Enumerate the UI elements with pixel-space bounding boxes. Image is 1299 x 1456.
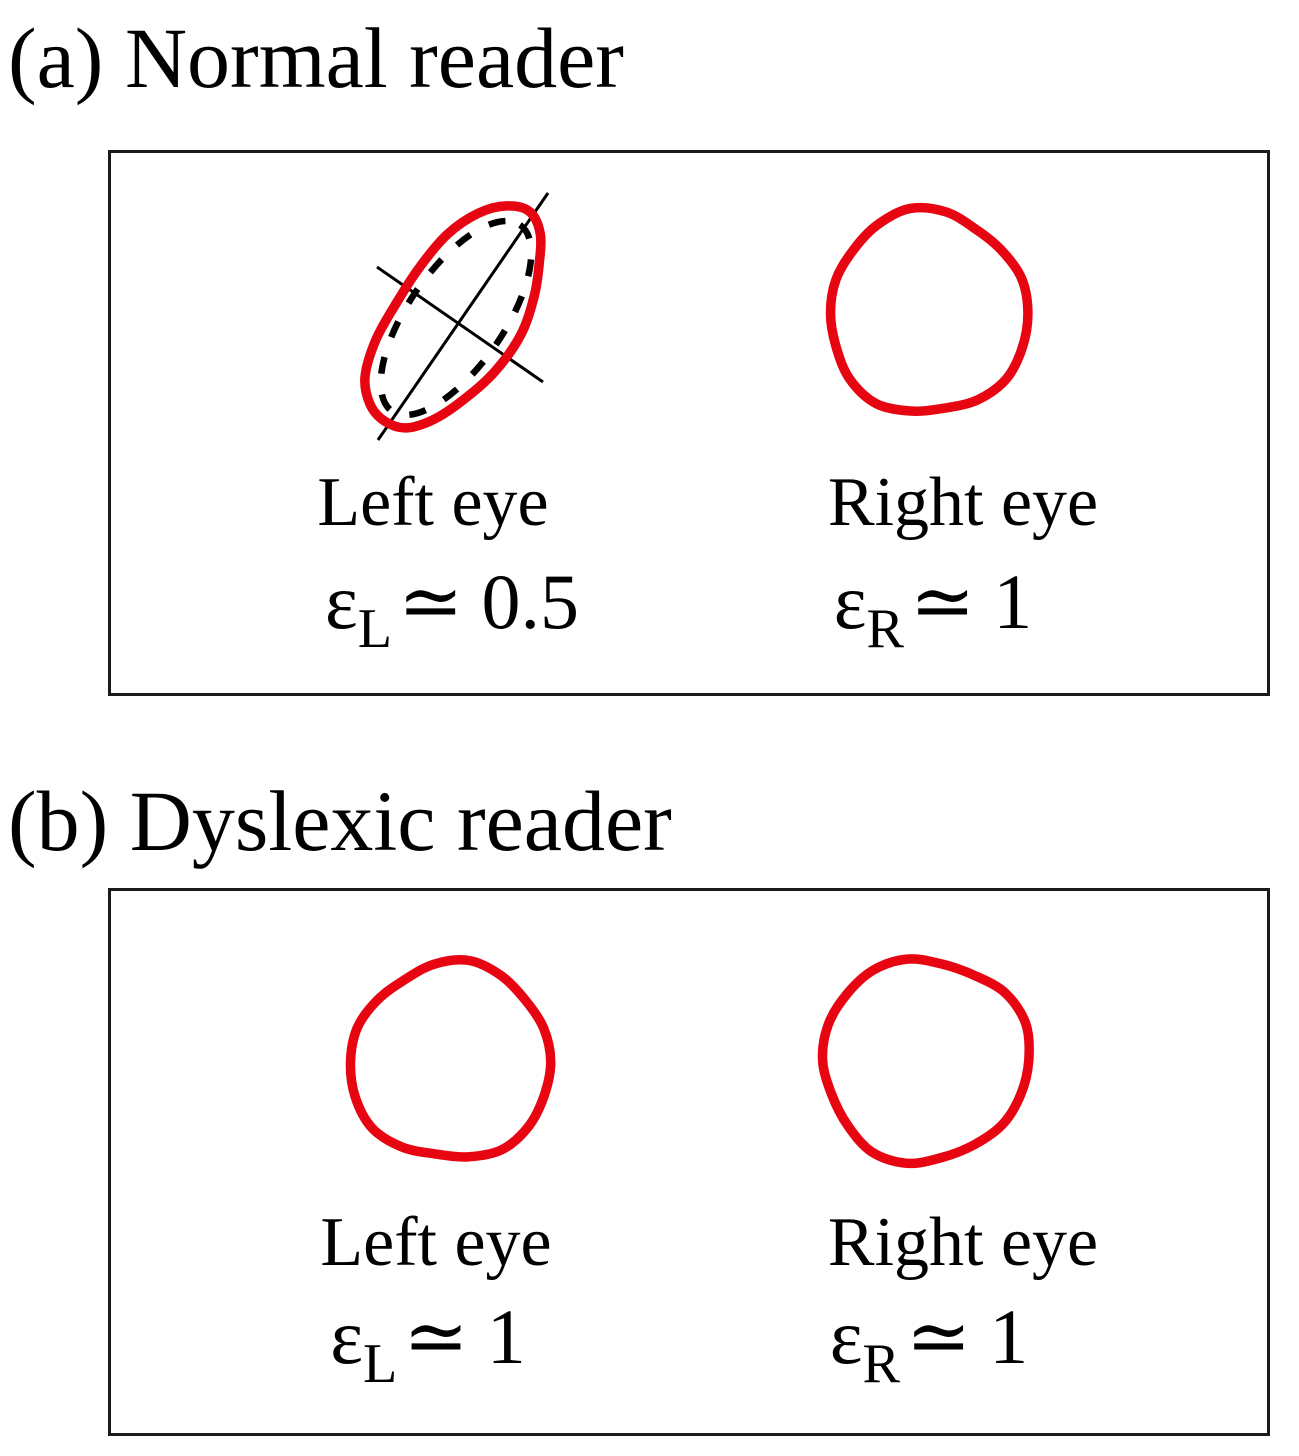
panel-a-left-eye-eccentricity: εL≃0.5: [325, 563, 579, 661]
eccentricity-value: 0.5: [481, 558, 579, 645]
panel-a-right-eye-label: Right eye: [827, 464, 1099, 541]
approx-equal-symbol: ≃: [909, 558, 976, 645]
approx-equal-symbol: ≃: [403, 1293, 469, 1380]
eccentricity-value: 1: [486, 1293, 526, 1380]
epsilon-subscript: R: [862, 1333, 900, 1396]
epsilon-symbol: ε: [829, 1293, 863, 1380]
epsilon-symbol: ε: [330, 1293, 364, 1380]
panel-b-right-eye-label: Right eye: [827, 1204, 1099, 1281]
panel-b-box: [108, 888, 1270, 1436]
panel-a-title: (a) Normal reader: [8, 10, 624, 106]
epsilon-subscript: L: [357, 598, 393, 661]
panel-b-title: (b) Dyslexic reader: [8, 773, 672, 869]
approx-equal-symbol: ≃: [905, 1293, 972, 1380]
panel-b-left-eye-label: Left eye: [320, 1204, 552, 1281]
panel-b-left-eye-eccentricity: εL≃1: [330, 1298, 525, 1396]
panel-b-right-eye-eccentricity: εR≃1: [830, 1298, 1029, 1396]
epsilon-subscript: L: [363, 1333, 398, 1396]
panel-a-left-eye-label: Left eye: [317, 464, 549, 541]
epsilon-subscript: R: [866, 598, 904, 661]
eccentricity-value: 1: [989, 1293, 1029, 1380]
approx-equal-symbol: ≃: [398, 558, 464, 645]
panel-a-box: [108, 150, 1270, 696]
panel-a-right-eye-eccentricity: εR≃1: [834, 563, 1033, 661]
eccentricity-value: 1: [993, 558, 1033, 645]
epsilon-symbol: ε: [833, 558, 867, 645]
epsilon-symbol: ε: [325, 558, 358, 645]
